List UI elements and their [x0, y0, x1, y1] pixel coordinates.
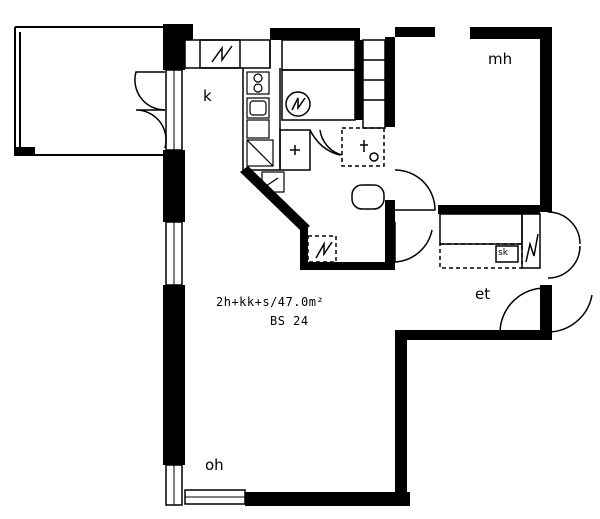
- bedroom-wardrobe: [362, 39, 386, 129]
- entry-cabinets: [439, 213, 541, 269]
- window-mullions: [173, 70, 245, 505]
- sink-icon: [246, 97, 270, 139]
- shower-icon: [307, 235, 337, 263]
- room-label-entry: et: [475, 285, 491, 303]
- electric-panel-icon: [199, 39, 241, 69]
- balcony-post: [15, 147, 35, 156]
- balcony: [14, 26, 165, 156]
- room-label-kitchen: k: [203, 87, 212, 105]
- hall-closet: [281, 39, 356, 121]
- room-label-bedroom: mh: [488, 50, 513, 68]
- exterior-walls: [163, 24, 552, 506]
- apartment-area-label: 2h+kk+s/47.0m²: [216, 295, 325, 309]
- door-swings: [134, 71, 593, 333]
- closet-label: sk: [498, 248, 508, 258]
- stove-icon: [246, 71, 270, 95]
- apartment-code-label: BS 24: [270, 314, 309, 328]
- room-label-living: oh: [205, 456, 224, 474]
- bathroom: [279, 127, 385, 210]
- fridge-icon: [246, 139, 274, 167]
- bathroom-wall: [300, 226, 308, 270]
- kitchen-diagonal-wall: [240, 166, 310, 232]
- cabinet-icon: [261, 171, 285, 193]
